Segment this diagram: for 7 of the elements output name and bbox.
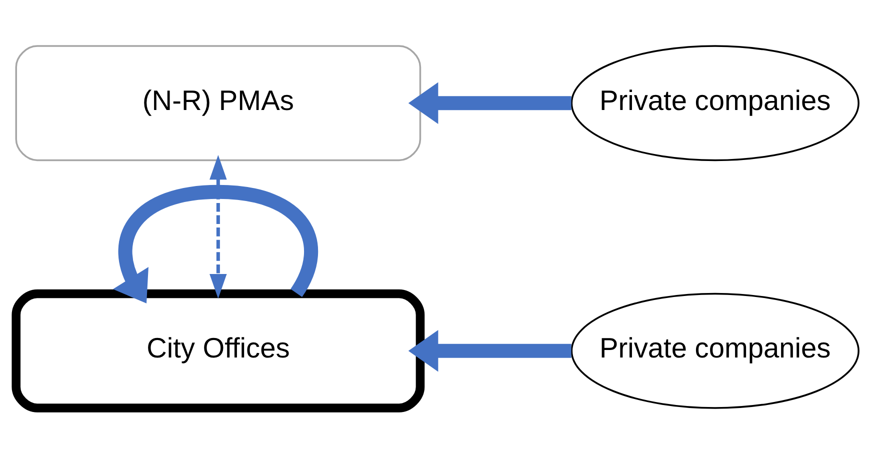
node-box: (N-R) PMAs [15, 44, 422, 161]
node-ellipse: Private companies [570, 292, 860, 408]
arrow [408, 330, 572, 372]
node-ellipse: Private companies [570, 44, 860, 161]
arrow [408, 82, 572, 124]
node-box: City Offices [12, 288, 425, 412]
arrow [210, 154, 227, 298]
